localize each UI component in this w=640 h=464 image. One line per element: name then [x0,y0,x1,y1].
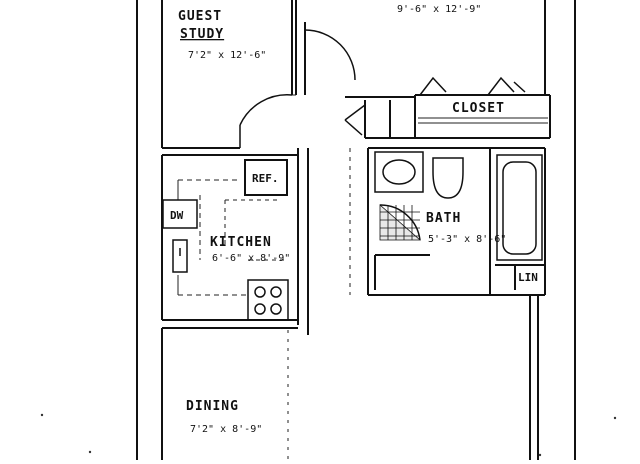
linen-label: LIN [518,271,538,284]
closet-label: CLOSET [452,101,505,116]
dining-label: DINING [186,399,239,414]
bath-tile-floor [379,204,422,241]
door-swings [239,29,526,241]
bedroom-dimensions: 9'-6" x 12'-9" [397,4,481,15]
kitchen-sink [172,239,188,273]
guest-study-label-line2: STUDY [180,27,224,42]
dishwasher-label: DW [170,209,184,222]
refrigerator-label: REF. [252,172,279,185]
guest-study-dimensions: 7'2" x 12'-6" [188,50,266,61]
stove [247,279,289,321]
bath-dimensions: 5'-3" x 8'-6" [428,234,506,245]
dishwasher: DW [162,199,198,229]
kitchen-dimensions: 6'-6" x 8'-9" [212,253,290,264]
bath-label: BATH [426,211,461,226]
kitchen-label: KITCHEN [210,235,272,250]
thin-lines [177,94,548,460]
walls [136,0,576,460]
dots [40,413,617,457]
guest-study-label-line1: GUEST [178,9,222,24]
dining-dimensions: 7'2" x 8'-9" [190,424,262,435]
refrigerator: REF. [244,159,288,196]
bath-fixtures [374,151,543,261]
